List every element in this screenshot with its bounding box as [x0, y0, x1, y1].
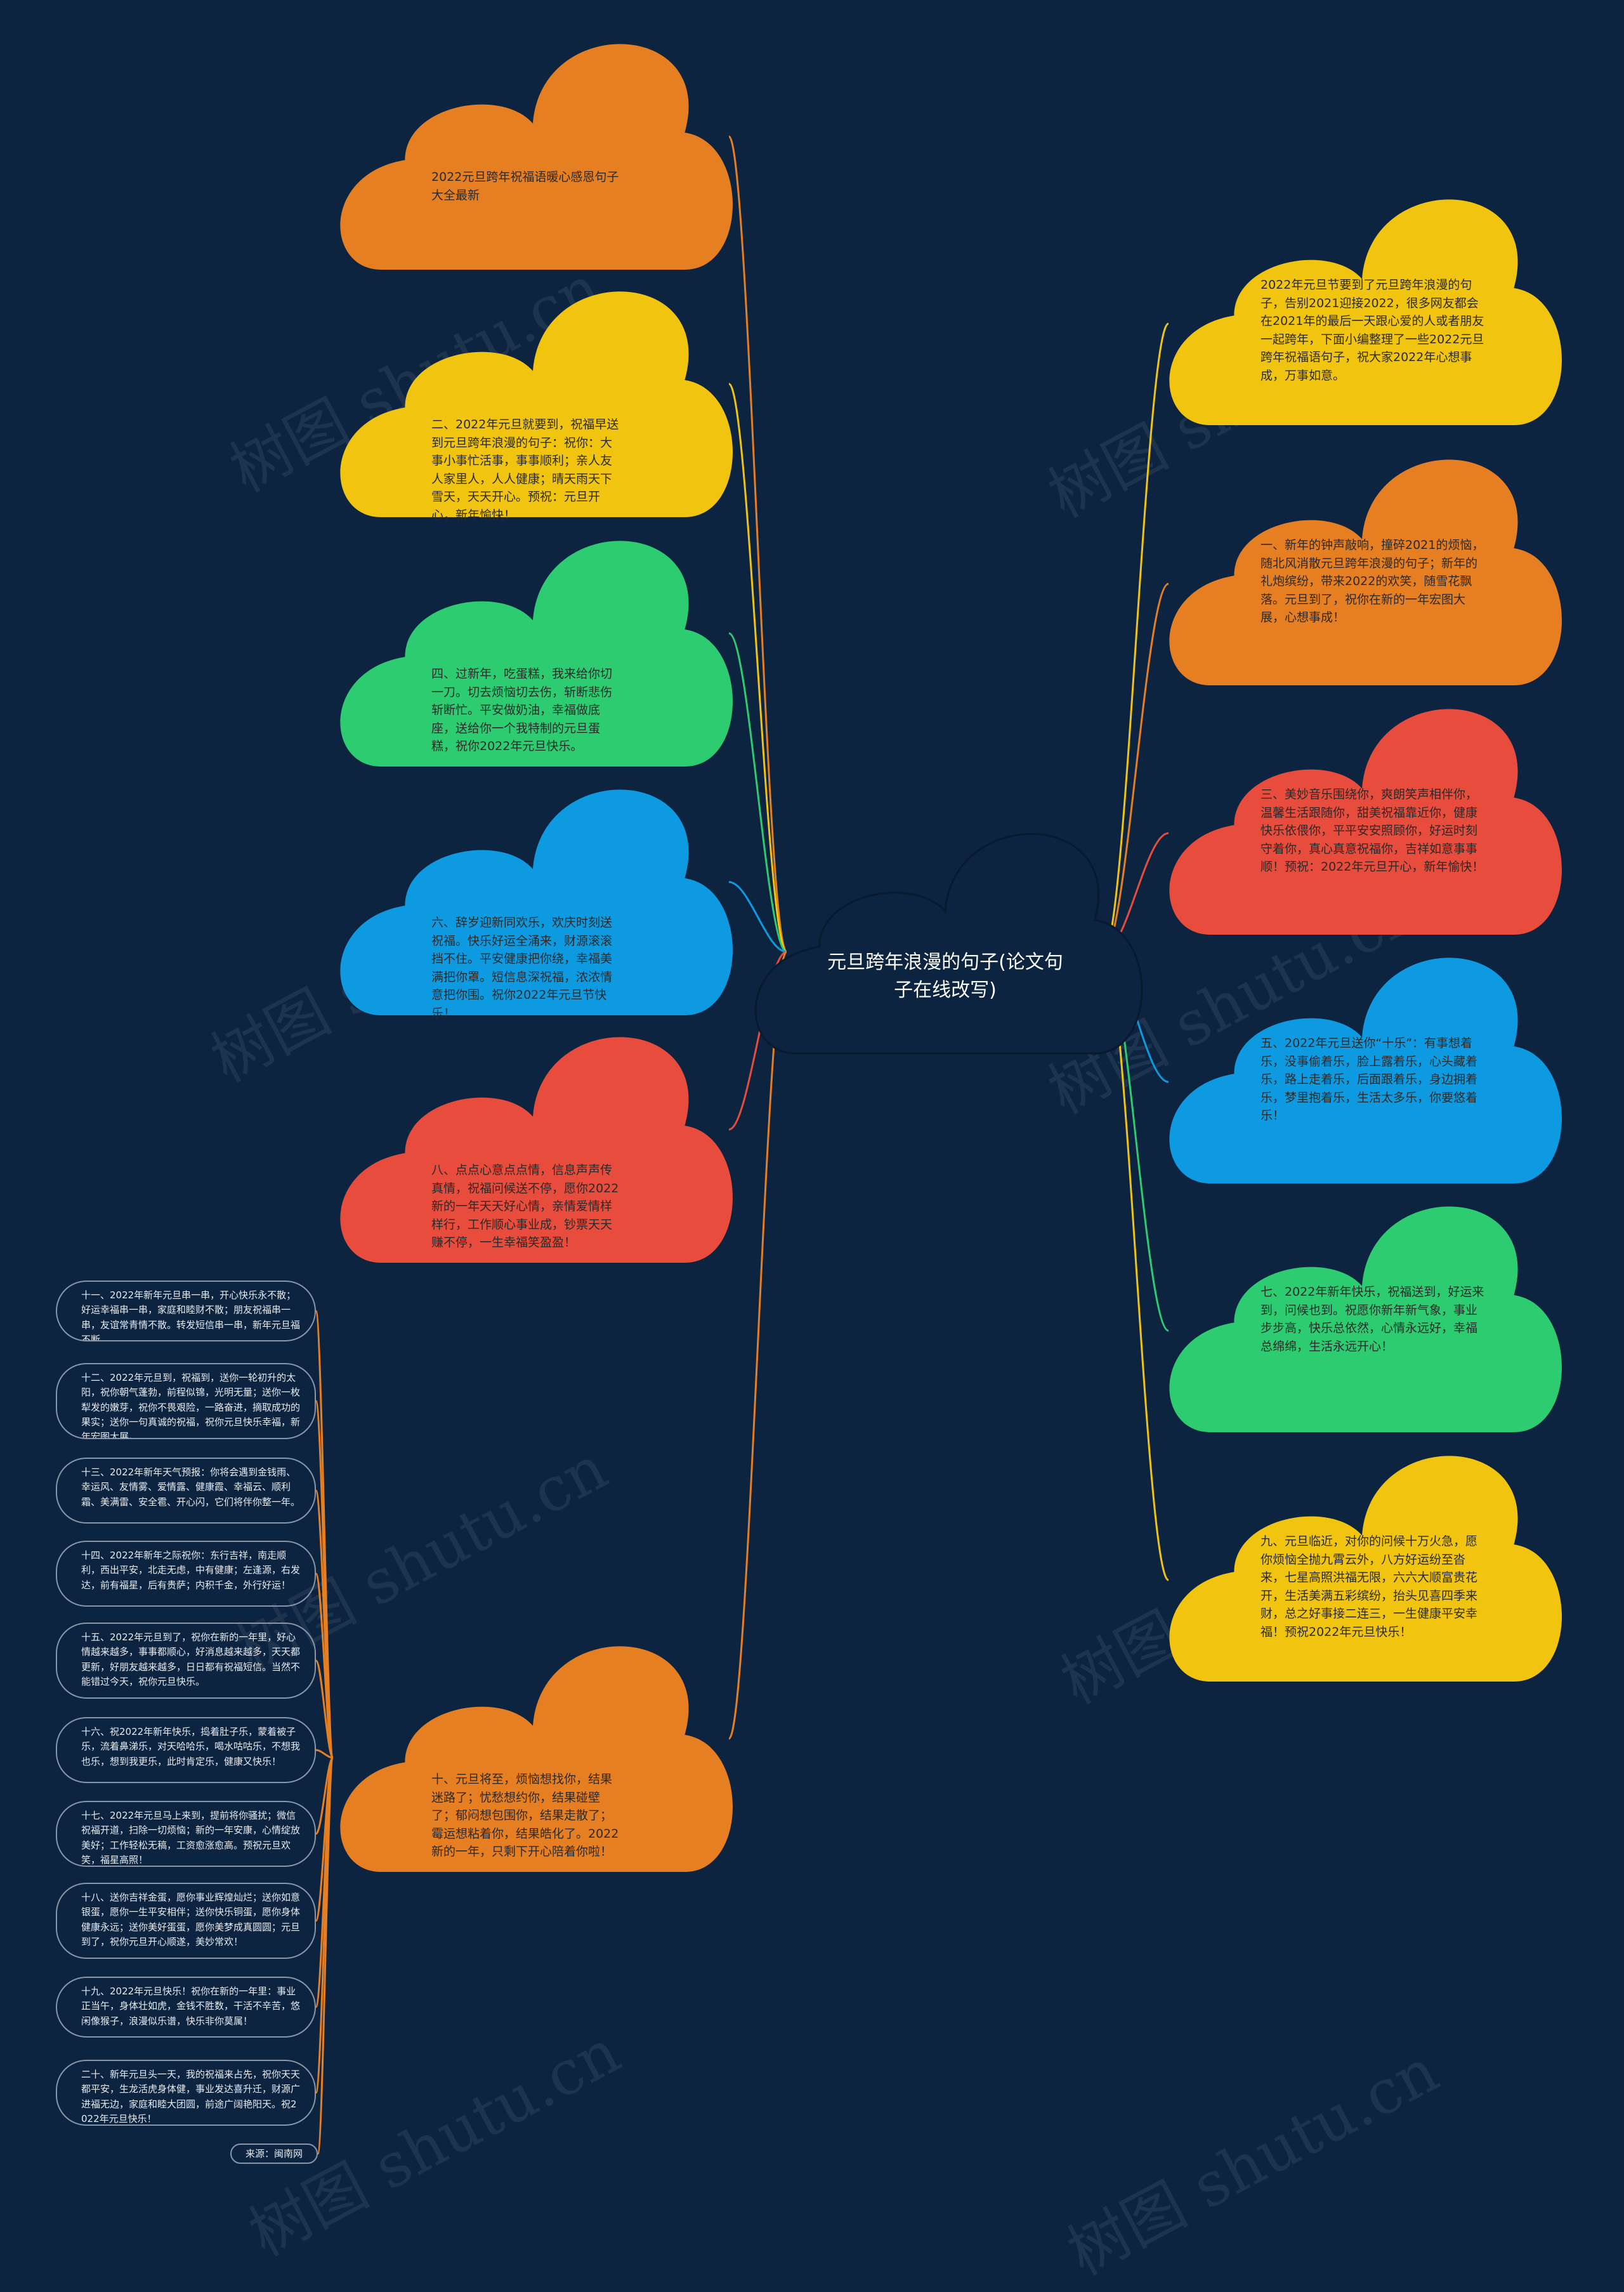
leaf-note-18[interactable]: 十八、送你吉祥金蛋，愿你事业辉煌灿烂；送你如意银蛋，愿你一生平安相伴；送你快乐铜…	[56, 1883, 316, 1959]
cloud-shape	[340, 291, 733, 517]
right-cloud-2[interactable]: 一、新年的钟声敲响，撞碎2021的烦恼，随北风消散元旦跨年浪漫的句子；新年的礼炮…	[1162, 457, 1562, 685]
leaf-note-12[interactable]: 十二、2022年元旦到，祝福到，送你一轮初升的太阳，祝你朝气蓬勃，前程似锦，光明…	[56, 1363, 316, 1439]
left-cloud-1[interactable]: 2022元旦跨年祝福语暖心感恩句子大全最新	[333, 41, 733, 270]
leaf-note-13[interactable]: 十三、2022年新年天气预报：你将会遇到金钱雨、幸运风、友情雾、爱情露、健康霞、…	[56, 1458, 316, 1524]
connector-line	[728, 383, 788, 953]
cloud-text: 二、2022年元旦就要到，祝福早送到元旦跨年浪漫的句子：祝你：大事小事忙活事，事…	[431, 418, 619, 522]
connector-line	[728, 881, 787, 953]
cloud-shape	[1169, 199, 1562, 425]
cloud-shape	[1169, 958, 1562, 1183]
connector-line	[317, 1756, 334, 2155]
cloud-text: 十、元旦将至，烦恼想找你，结果迷路了；忧愁想约你，结果碰壁了；郁闷想包围你，结果…	[431, 1772, 619, 1859]
left-cloud-6[interactable]: 十、元旦将至，烦恼想找你，结果迷路了；忧愁想约你，结果碰壁了；郁闷想包围你，结果…	[333, 1643, 733, 1872]
source-note: 来源：闽南网	[230, 2144, 318, 2164]
connector-line	[315, 1749, 334, 1759]
right-cloud-3[interactable]: 三、美妙音乐围绕你，爽朗笑声相伴你，温馨生活跟随你，甜美祝福靠近你，健康快乐依偎…	[1162, 706, 1562, 935]
center-topic[interactable]: 元旦跨年浪漫的句子(论文句子在线改写)	[749, 831, 1143, 1055]
leaf-note-16[interactable]: 十六、祝2022年新年快乐，捣着肚子乐，蒙着被子乐，流着鼻涕乐，对天哈哈乐，喝水…	[56, 1717, 316, 1783]
cloud-shape	[1169, 1456, 1562, 1682]
connector-line	[315, 1659, 334, 1759]
leaf-note-19[interactable]: 十九、2022年元旦快乐！祝你在新的一年里：事业正当午，身体壮如虎，金钱不胜数，…	[56, 1977, 316, 2038]
right-cloud-6[interactable]: 九、元旦临近，对你的问候十万火急，愿你烦恼全抛九霄云外，八方好运纷至沓来，七星高…	[1162, 1453, 1562, 1682]
leaf-note-17[interactable]: 十七、2022年元旦马上来到，提前将你骚扰；微信祝福开道，扫除一切烦恼；新的一年…	[56, 1801, 316, 1867]
leaf-note-15[interactable]: 十五、2022年元旦到了，祝你在新的一年里，好心情越来越多，事事都顺心，好消息越…	[56, 1623, 316, 1699]
cloud-text: 三、美妙音乐围绕你，爽朗笑声相伴你，温馨生活跟随你，甜美祝福靠近你，健康快乐依偎…	[1261, 787, 1484, 874]
right-cloud-1[interactable]: 2022年元旦节要到了元旦跨年浪漫的句子，告别2021迎接2022，很多网友都会…	[1162, 197, 1562, 425]
left-cloud-3[interactable]: 四、过新年，吃蛋糕，我来给你切一刀。切去烦恼切去伤，斩断悲伤斩断忙。平安做奶油，…	[333, 538, 733, 767]
cloud-text: 2022元旦跨年祝福语暖心感恩句子大全最新	[431, 170, 619, 202]
leaf-note-11[interactable]: 十一、2022年新年元旦串一串，开心快乐永不散；好运幸福串一串，家庭和睦财不散；…	[56, 1281, 316, 1341]
cloud-shape	[340, 1037, 733, 1263]
right-cloud-4[interactable]: 五、2022年元旦送你“十乐”：有事想着乐，没事偷着乐，脸上露着乐，心头藏着乐，…	[1162, 955, 1562, 1183]
left-cloud-5[interactable]: 八、点点心意点点情，信息声声传真情，祝福问候送不停，愿你2022新的一年天天好心…	[333, 1034, 733, 1263]
right-cloud-5[interactable]: 七、2022年新年快乐，祝福送到，好运来到，问候也到。祝愿你新年新气象，事业步步…	[1162, 1204, 1562, 1432]
center-topic-text: 元旦跨年浪漫的句子(论文句子在线改写)	[827, 951, 1063, 1001]
left-cloud-2[interactable]: 二、2022年元旦就要到，祝福早送到元旦跨年浪漫的句子：祝你：大事小事忙活事，事…	[333, 289, 733, 522]
cloud-text: 一、新年的钟声敲响，撞碎2021的烦恼，随北风消散元旦跨年浪漫的句子；新年的礼炮…	[1261, 538, 1484, 624]
left-cloud-4[interactable]: 六、辞岁迎新同欢乐，欢庆时刻送祝福。快乐好运全涌来，财源滚滚挡不住。平安健康把你…	[333, 787, 733, 1020]
cloud-text: 2022年元旦节要到了元旦跨年浪漫的句子，告别2021迎接2022，很多网友都会…	[1261, 278, 1484, 383]
connector-line	[1103, 322, 1170, 953]
cloud-text: 七、2022年新年快乐，祝福送到，好运来到，问候也到。祝愿你新年新气象，事业步步…	[1261, 1285, 1484, 1353]
connector-line	[315, 1310, 334, 1759]
cloud-text: 五、2022年元旦送你“十乐”：有事想着乐，没事偷着乐，脸上露着乐，心头藏着乐，…	[1261, 1036, 1478, 1123]
cloud-shape	[340, 1646, 733, 1872]
leaf-note-14[interactable]: 十四、2022年新年之际祝你：东行吉祥，南走顺利，西出平安，北走无虑，中有健康；…	[56, 1541, 316, 1607]
cloud-shape	[1169, 1206, 1562, 1432]
connector-line	[728, 135, 788, 953]
connector-line	[728, 951, 787, 1131]
cloud-text: 六、辞岁迎新同欢乐，欢庆时刻送祝福。快乐好运全涌来，财源滚滚挡不住。平安健康把你…	[431, 916, 613, 1020]
leaf-note-20[interactable]: 二十、新年元旦头一天，我的祝福来占先，祝你天天都平安，生龙活虎身体健，事业发达喜…	[56, 2060, 316, 2126]
connector-line	[728, 951, 788, 1740]
cloud-text: 四、过新年，吃蛋糕，我来给你切一刀。切去烦恼切去伤，斩断悲伤斩断忙。平安做奶油，…	[431, 667, 613, 753]
cloud-shape	[340, 44, 733, 270]
cloud-shape	[1169, 709, 1562, 935]
cloud-shape	[340, 541, 733, 767]
cloud-text: 八、点点心意点点情，信息声声传真情，祝福问候送不停，愿你2022新的一年天天好心…	[431, 1163, 619, 1249]
cloud-shape	[340, 789, 733, 1015]
cloud-shape	[1169, 459, 1562, 685]
cloud-shape	[754, 833, 1143, 1055]
connector-line	[728, 632, 787, 953]
cloud-text: 九、元旦临近，对你的问候十万火急，愿你烦恼全抛九霄云外，八方好运纷至沓来，七星高…	[1261, 1534, 1478, 1639]
